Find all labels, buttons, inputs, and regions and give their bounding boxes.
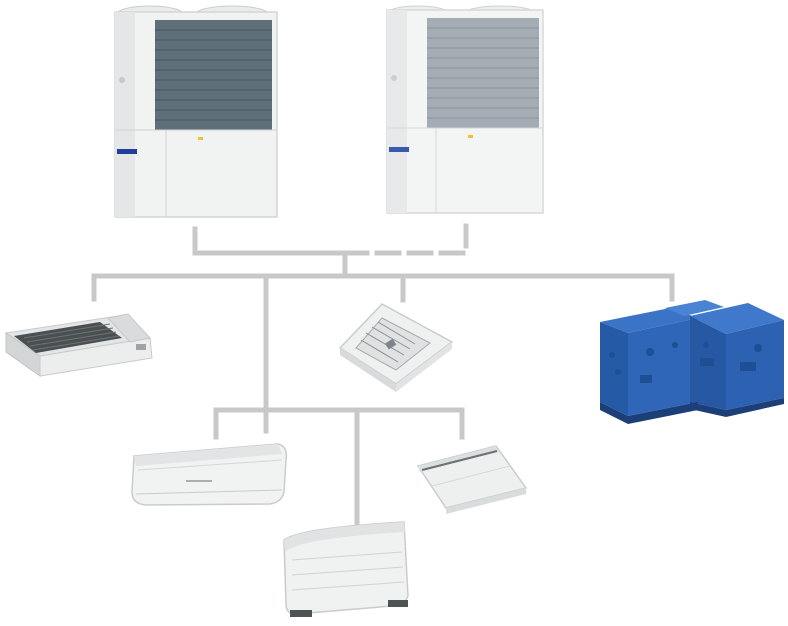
ceiling-suspended-unit <box>416 445 528 514</box>
cassette-unit-icon <box>338 303 454 392</box>
condenser-unit-icon <box>114 5 278 218</box>
brand-badge <box>117 149 137 154</box>
cassette-unit <box>338 303 454 392</box>
condenser-unit-icon <box>386 5 544 214</box>
brand-badge <box>389 147 409 152</box>
pipe-outdoor-primary <box>192 226 348 256</box>
air-handling-unit-icon <box>600 300 784 424</box>
outdoor-unit-primary <box>114 5 278 218</box>
outdoor-unit-secondary <box>386 5 544 214</box>
ceiling-suspended-unit-icon <box>416 445 528 514</box>
ducted-unit-icon <box>4 313 153 377</box>
pipe-main-header <box>91 273 675 302</box>
floor-standing-unit <box>283 521 409 617</box>
wall-mounted-unit <box>131 443 288 506</box>
floor-console-unit-icon <box>283 521 409 617</box>
air-handling-unit <box>600 300 784 424</box>
pipe-outdoor-secondary-dashed <box>342 223 469 256</box>
wall-split-unit-icon <box>131 443 288 506</box>
pipe-lower-header <box>213 407 465 440</box>
refrigerant-piping <box>91 223 675 533</box>
ducted-unit <box>4 313 153 377</box>
